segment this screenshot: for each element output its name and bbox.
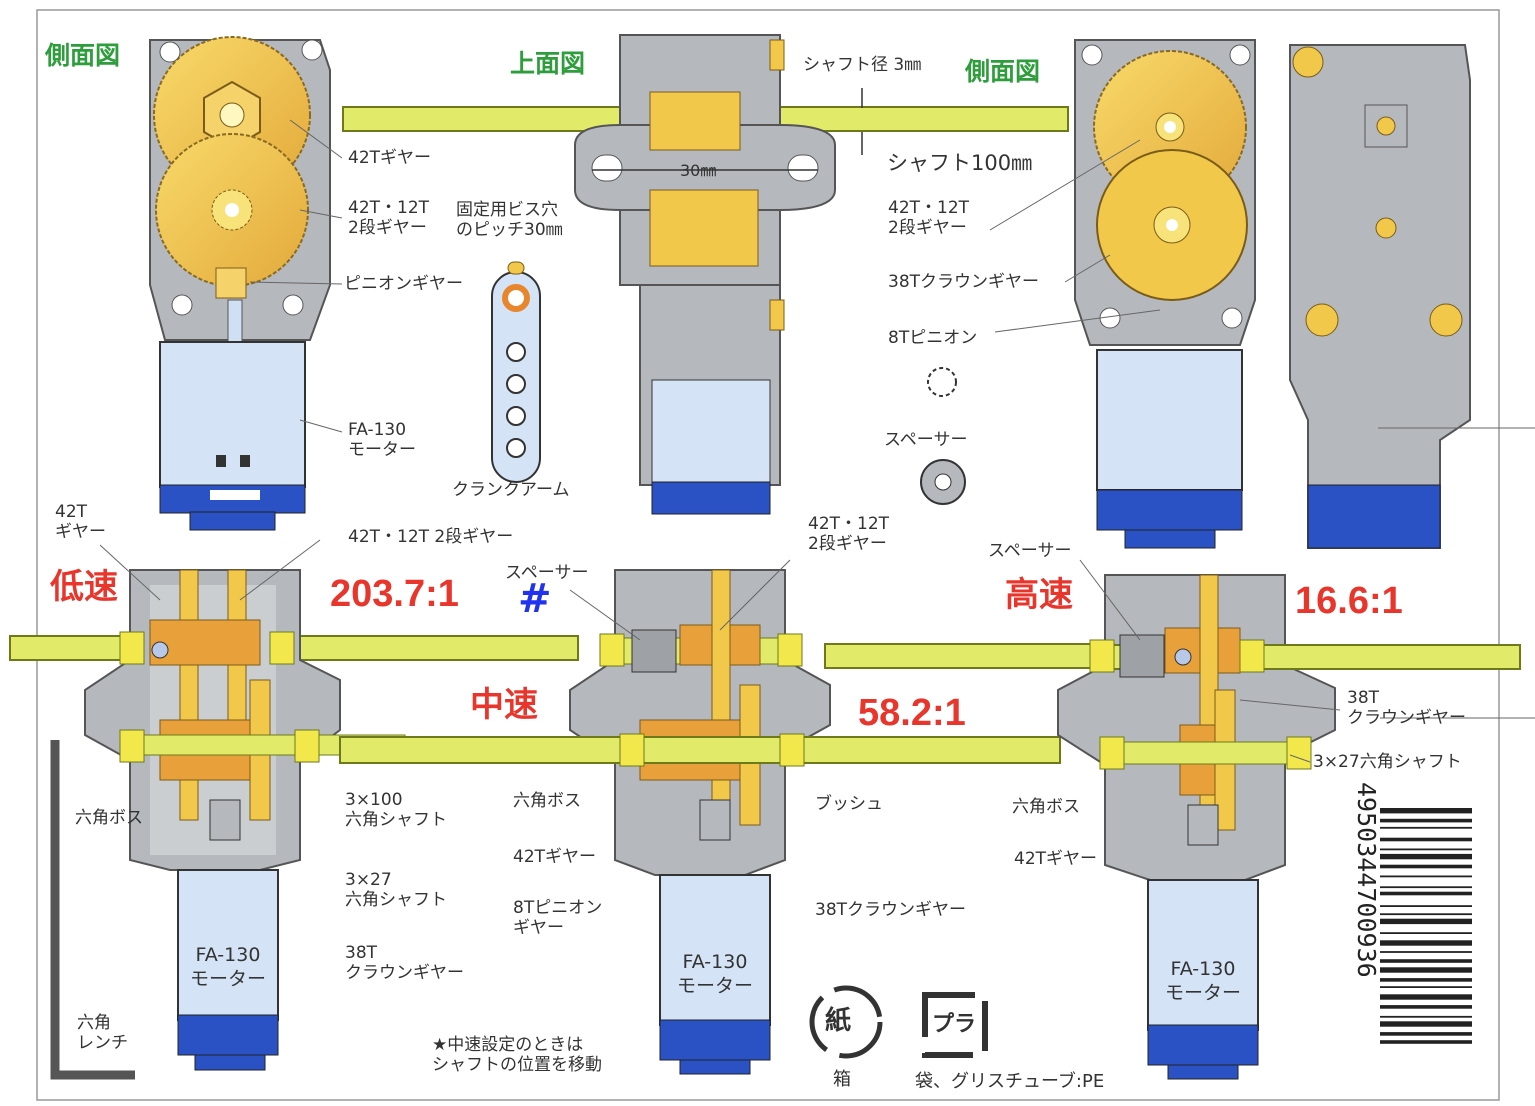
- top-view-label: 上面図: [510, 49, 586, 78]
- gearbox-high-speed: [1057, 574, 1535, 1080]
- side-view-left-label: 側面図: [45, 41, 121, 70]
- label-shaft-length: シャフト100㎜: [887, 151, 1033, 175]
- barcode-bar: [1380, 1005, 1472, 1009]
- top-center-top-view: [574, 34, 863, 515]
- barcode-bar: [1380, 1040, 1472, 1044]
- label-38t-crown-high: 38T クラウンギヤー: [1347, 688, 1466, 728]
- barcode-bar: [1380, 918, 1472, 925]
- label-motor-high: FA-130 モーター: [1164, 958, 1241, 1004]
- leader-lines: [99, 119, 1341, 763]
- label-mount-width: 30㎜: [680, 161, 717, 180]
- speed-low-label: 低速: [50, 568, 118, 606]
- pinion-gear: [215, 267, 247, 299]
- barcode-bar: [1380, 967, 1472, 973]
- label-hex-boss-high: 六角ボス: [1012, 797, 1080, 817]
- label-crank-arm: クランクアーム: [452, 480, 570, 500]
- label-2stage-gear-top-left: 42T・12T 2段ギヤー: [348, 198, 430, 238]
- top-left-side-view: [149, 36, 331, 531]
- label-42t-gear-low: 42T ギヤー: [55, 502, 106, 542]
- label-2stage-gear-low: 42T・12T 2段ギヤー: [348, 527, 514, 547]
- label-shaft-27-high: 3×27六角シャフト: [1313, 752, 1462, 772]
- label-shaft-27-low: 3×27 六角シャフト: [345, 870, 447, 910]
- barcode-bar: [1380, 1032, 1472, 1036]
- recycle-marks: [809, 985, 988, 1059]
- label-spacer-high: スペーサー: [988, 541, 1072, 561]
- barcode-bars: [1380, 808, 1472, 1044]
- barcode-bar: [1380, 864, 1472, 869]
- label-shaft-diameter: シャフト径 3㎜: [803, 55, 922, 75]
- barcode-bar: [1380, 940, 1472, 946]
- barcode-bar: [1380, 951, 1472, 953]
- paper-recycle-label: 箱: [833, 1069, 851, 1090]
- label-42t-gear-mid: 42Tギヤー: [513, 847, 597, 867]
- label-pinion-gear: ピニオンギヤー: [344, 274, 463, 294]
- barcode-bar: [1380, 837, 1472, 842]
- plastic-recycle-label: 袋、グリスチューブ:PE: [915, 1071, 1105, 1092]
- barcode-bar: [1380, 808, 1472, 814]
- side-view-right-label: 側面図: [965, 57, 1041, 86]
- speed-high-label: 高速: [1005, 576, 1073, 614]
- barcode-bar: [1380, 1021, 1472, 1027]
- gearbox-low-speed: [9, 569, 581, 1080]
- barcode-bar: [1380, 826, 1472, 829]
- label-motor-mid: FA-130 モーター: [676, 951, 753, 997]
- label-hex-boss-mid: 六角ボス: [513, 791, 581, 811]
- label-2stage-gear-mid: 42T・12T 2段ギヤー: [808, 514, 890, 554]
- barcode-bar: [1380, 818, 1472, 823]
- label-bush: ブッシュ: [815, 794, 883, 814]
- label-hex-wrench: 六角 レンチ: [77, 1013, 128, 1053]
- label-shaft-100-low: 3×100 六角シャフト: [345, 790, 447, 830]
- label-motor-top-left: FA-130 モーター: [348, 420, 416, 460]
- label-38t-crown-mid: 38Tクラウンギヤー: [815, 900, 967, 920]
- label-38t-crown-gear-top: 38Tクラウンギヤー: [888, 272, 1040, 292]
- barcode-bar: [1380, 994, 1472, 1000]
- label-spacer-top: スペーサー: [884, 430, 968, 450]
- crank-arm-drawing: [491, 261, 541, 483]
- barcode-bar: [1380, 853, 1472, 860]
- label-hex-boss-low: 六角ボス: [75, 808, 143, 828]
- label-42t-gear-top: 42Tギヤー: [348, 148, 432, 168]
- barcode-bar: [1380, 932, 1472, 934]
- label-38t-crown-low: 38T クラウンギヤー: [345, 943, 464, 983]
- barcode-bar: [1380, 886, 1472, 889]
- label-8t-pinion-mid: 8Tピニオン ギヤー: [513, 898, 603, 938]
- paper-recycle-mark: 紙: [825, 1006, 852, 1036]
- barcode-bar: [1380, 978, 1472, 982]
- label-8t-pinion-top: 8Tピニオン: [888, 328, 978, 348]
- speed-mid-label: 中速: [470, 686, 538, 724]
- back-view: [1289, 44, 1535, 549]
- barcode-bar: [1380, 875, 1472, 878]
- barcode-bar: [1380, 1015, 1472, 1018]
- note-mid-speed: ★中速設定のときは シャフトの位置を移動: [432, 1035, 602, 1075]
- barcode-number: 4950344700936: [1352, 782, 1381, 978]
- barcode-bar: [1380, 891, 1472, 896]
- barcode-bar: [1380, 913, 1472, 916]
- ratio-mid: 58.2:1: [858, 692, 966, 734]
- top-right-side-view: [920, 39, 1256, 549]
- barcode-bar: [1380, 848, 1472, 851]
- label-2stage-gear-top-right: 42T・12T 2段ギヤー: [888, 198, 970, 238]
- hash-mark: #: [518, 576, 552, 622]
- pinion-8t-drawing: [927, 367, 957, 397]
- barcode-bar: [1380, 905, 1472, 907]
- barcode-bar: [1380, 986, 1472, 988]
- barcode-bar: [1380, 959, 1472, 963]
- label-42t-gear-high: 42Tギヤー: [1014, 849, 1098, 869]
- label-spacer-mid: スペーサー: [505, 563, 589, 583]
- label-screw-pitch: 固定用ビス穴 のピッチ30㎜: [456, 200, 563, 240]
- plastic-recycle-mark: プラ: [932, 1012, 977, 1037]
- motor-body: [159, 341, 306, 488]
- ratio-low: 203.7:1: [330, 573, 459, 615]
- label-motor-low: FA-130 モーター: [189, 944, 266, 990]
- ratio-high: 16.6:1: [1295, 580, 1403, 622]
